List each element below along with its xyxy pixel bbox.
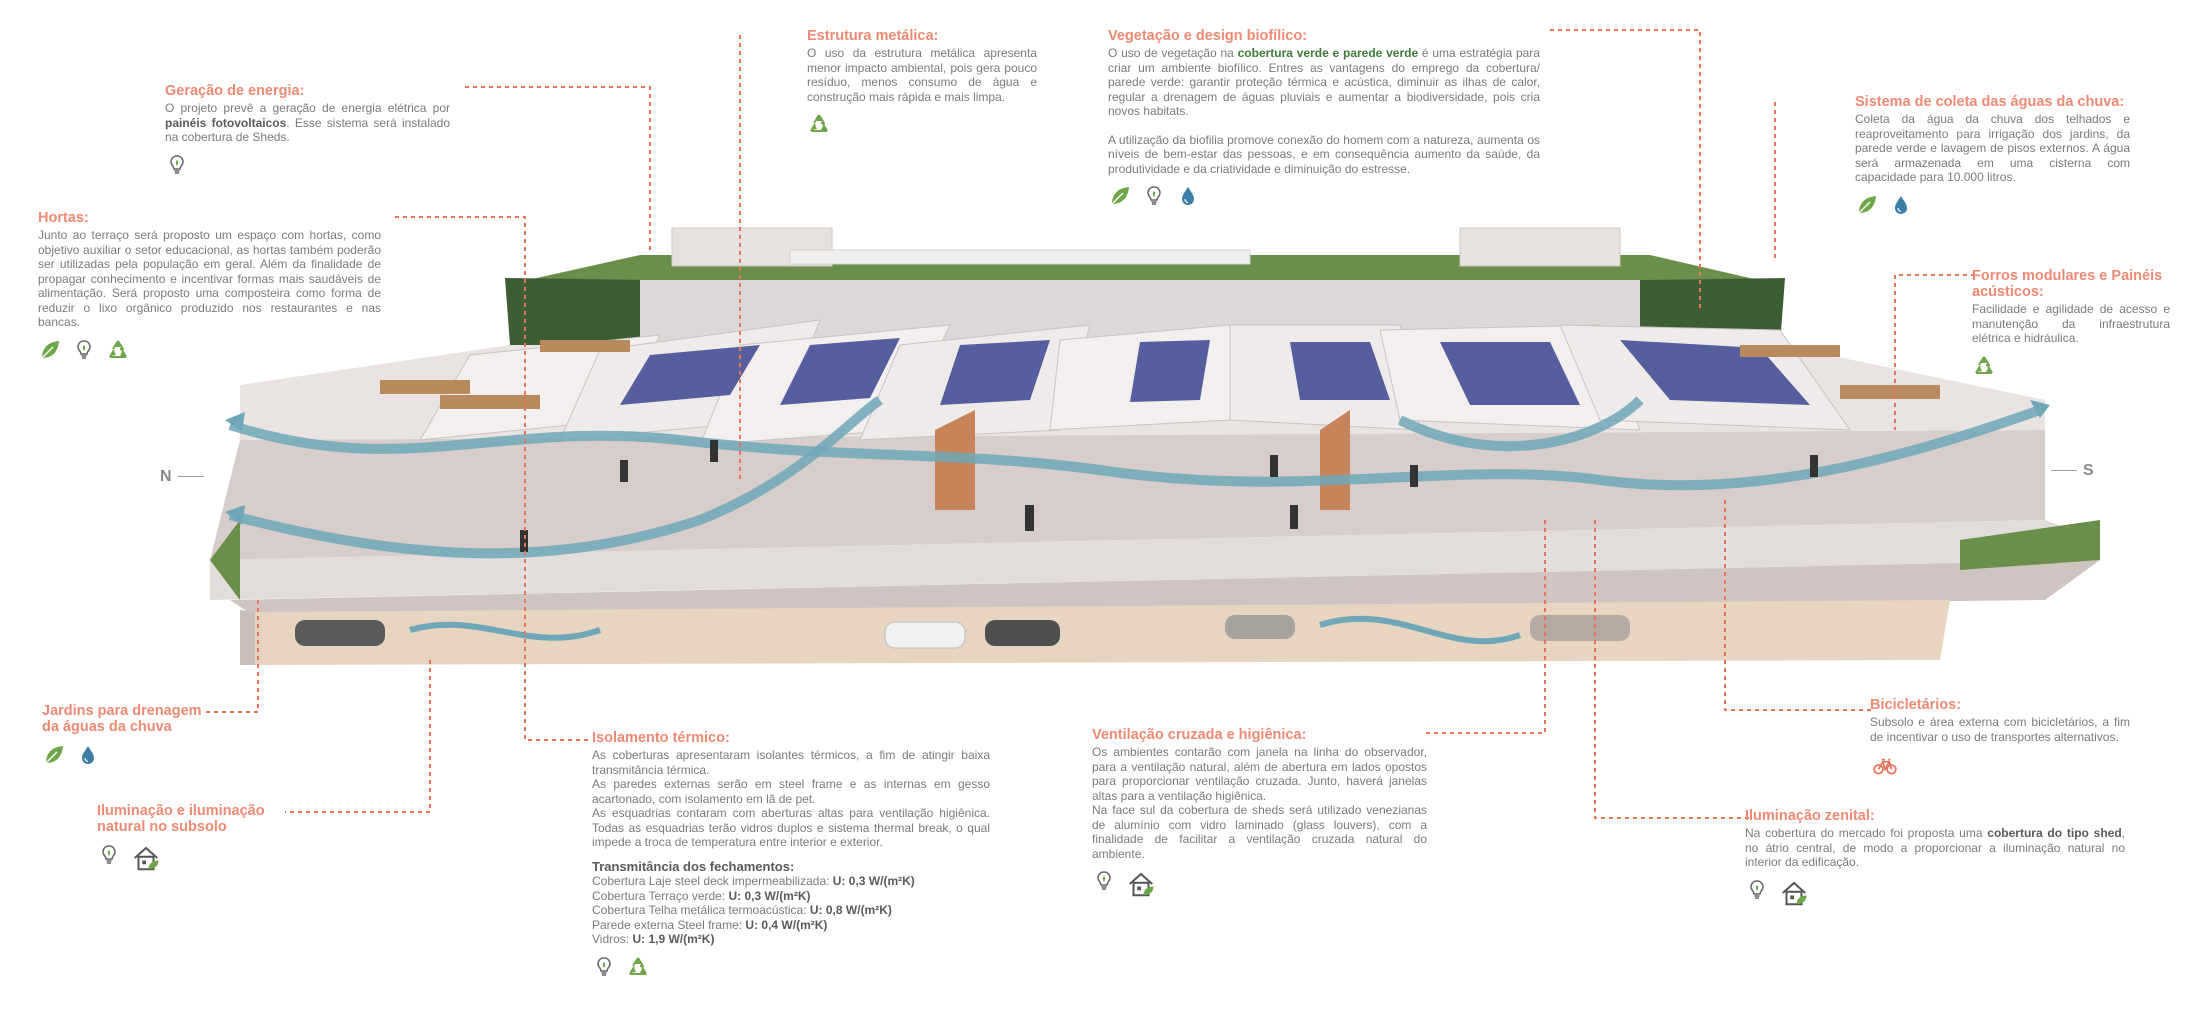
block-text: Na cobertura do mercado foi proposta uma… bbox=[1745, 826, 2126, 869]
water-drop-icon bbox=[1176, 184, 1200, 208]
block-vegetacao: Vegetação e design biofílico: O uso de v… bbox=[1108, 28, 1540, 208]
block-title: Sistema de coleta das águas da chuva: bbox=[1855, 94, 2125, 110]
lightbulb-icon bbox=[165, 153, 189, 177]
block-iluminacao-subsolo: Iluminação e iluminação natural no subso… bbox=[97, 803, 277, 873]
block-coleta-aguas: Sistema de coleta das águas da chuva: Co… bbox=[1855, 94, 2130, 217]
block-title: Hortas: bbox=[38, 210, 89, 226]
water-drop-icon bbox=[1889, 193, 1913, 217]
block-title: Jardins para drenagem da águas da chuva bbox=[42, 703, 202, 735]
block-title: Ventilação cruzada e higiênica: bbox=[1092, 727, 1307, 743]
lightbulb-icon bbox=[1745, 878, 1769, 902]
leaf-icon bbox=[42, 743, 66, 767]
icon-row bbox=[1870, 752, 2130, 778]
icon-row bbox=[1745, 878, 2125, 908]
block-title: Estrutura metálica: bbox=[807, 28, 939, 44]
icon-row bbox=[592, 955, 990, 979]
icon-row bbox=[1108, 184, 1540, 208]
compass-south-label: S bbox=[2083, 462, 2094, 479]
transmitancia-row: Cobertura Laje steel deck impermeabiliza… bbox=[592, 874, 915, 888]
transmitancia-row: Cobertura Terraço verde: U: 0,3 W/(m²K) bbox=[592, 888, 811, 903]
block-text-2: A utilização da biofilia promove conexão… bbox=[1108, 132, 1540, 176]
block-hortas: Hortas: Junto ao terraço será proposto u… bbox=[38, 210, 381, 362]
block-isolamento-termico: Isolamento térmico: As coberturas aprese… bbox=[592, 730, 990, 979]
block-title: Bicicletários: bbox=[1870, 697, 1962, 713]
block-text: O projeto prevê a geração de energia elé… bbox=[165, 101, 451, 144]
lightbulb-icon bbox=[1092, 869, 1116, 893]
block-text: Coleta da água da chuva dos telhados e r… bbox=[1855, 112, 2130, 184]
block-text: Junto ao terraço será proposto um espaço… bbox=[38, 228, 381, 329]
block-text: O uso da estrutura metálica apresenta me… bbox=[807, 46, 1037, 104]
block-bicicletarios: Bicicletários: Subsolo e área externa co… bbox=[1870, 697, 2130, 778]
recycle-icon bbox=[626, 955, 650, 979]
block-text-2: As paredes externas serão em steel frame… bbox=[592, 777, 990, 806]
compass-north-label: N bbox=[160, 468, 172, 485]
block-text: Subsolo e área externa com bicicletários… bbox=[1870, 715, 2130, 744]
block-text: As coberturas apresentaram isolantes tér… bbox=[592, 748, 990, 777]
icon-row bbox=[165, 153, 450, 177]
block-text-2: Na face sul da cobertura de sheds será u… bbox=[1092, 803, 1427, 861]
block-jardins: Jardins para drenagem da águas da chuva bbox=[42, 703, 212, 767]
icon-row bbox=[38, 338, 381, 362]
lightbulb-icon bbox=[97, 843, 121, 867]
icon-row bbox=[1855, 193, 2130, 217]
block-geracao-energia: Geração de energia: O projeto prevê a ge… bbox=[165, 83, 450, 177]
eco-house-icon bbox=[131, 843, 161, 873]
compass-north: N bbox=[160, 468, 210, 486]
leaf-icon bbox=[1855, 193, 1879, 217]
icon-row bbox=[97, 843, 277, 873]
block-title: Vegetação e design biofílico: bbox=[1108, 28, 1308, 44]
block-text: Facilidade e agilidade de acesso e manut… bbox=[1972, 302, 2170, 345]
block-iluminacao-zenital: Iluminação zenital: Na cobertura do merc… bbox=[1745, 808, 2125, 908]
block-title: Iluminação zenital: bbox=[1745, 808, 1875, 824]
water-drop-icon bbox=[76, 743, 100, 767]
bicycle-icon bbox=[1870, 752, 1900, 778]
block-title: Isolamento térmico: bbox=[592, 730, 730, 746]
lightbulb-icon bbox=[1142, 184, 1166, 208]
lightbulb-icon bbox=[72, 338, 96, 362]
block-text: O uso de vegetação na cobertura verde e … bbox=[1108, 46, 1540, 118]
block-title: Geração de energia: bbox=[165, 83, 305, 99]
recycle-icon bbox=[1972, 354, 1996, 378]
transmitancia-title: Transmitância dos fechamentos: bbox=[592, 858, 795, 874]
block-ventilacao: Ventilação cruzada e higiênica: Os ambie… bbox=[1092, 727, 1427, 899]
icon-row bbox=[1972, 354, 2170, 378]
icon-row bbox=[807, 112, 1037, 136]
leaf-icon bbox=[1108, 184, 1132, 208]
block-title: Iluminação e iluminação natural no subso… bbox=[97, 803, 265, 835]
block-text-3: As esquadrias contaram com aberturas alt… bbox=[592, 806, 990, 849]
lightbulb-icon bbox=[592, 955, 616, 979]
eco-house-icon bbox=[1779, 878, 1809, 908]
icon-row bbox=[1092, 869, 1427, 899]
block-forros: Forros modulares e Painéis acústicos: Fa… bbox=[1972, 268, 2170, 378]
compass-south: S bbox=[2045, 462, 2094, 480]
block-title: Forros modulares e Painéis acústicos: bbox=[1972, 268, 2163, 300]
recycle-icon bbox=[106, 338, 130, 362]
transmitancia-list: Cobertura Laje steel deck impermeabiliza… bbox=[592, 874, 990, 947]
block-estrutura-metalica: Estrutura metálica: O uso da estrutura m… bbox=[807, 28, 1037, 136]
icon-row bbox=[42, 743, 212, 767]
recycle-icon bbox=[807, 112, 831, 136]
leaf-icon bbox=[38, 338, 62, 362]
block-text: Os ambientes contarão com janela na linh… bbox=[1092, 745, 1427, 803]
eco-house-icon bbox=[1126, 869, 1156, 899]
transmitancia-row: Vidros: U: 1,9 W/(m²K) bbox=[592, 932, 715, 946]
transmitancia-row: Cobertura Telha metálica termoacústica: … bbox=[592, 903, 892, 917]
transmitancia-row: Parede externa Steel frame: U: 0,4 W/(m²… bbox=[592, 917, 828, 932]
